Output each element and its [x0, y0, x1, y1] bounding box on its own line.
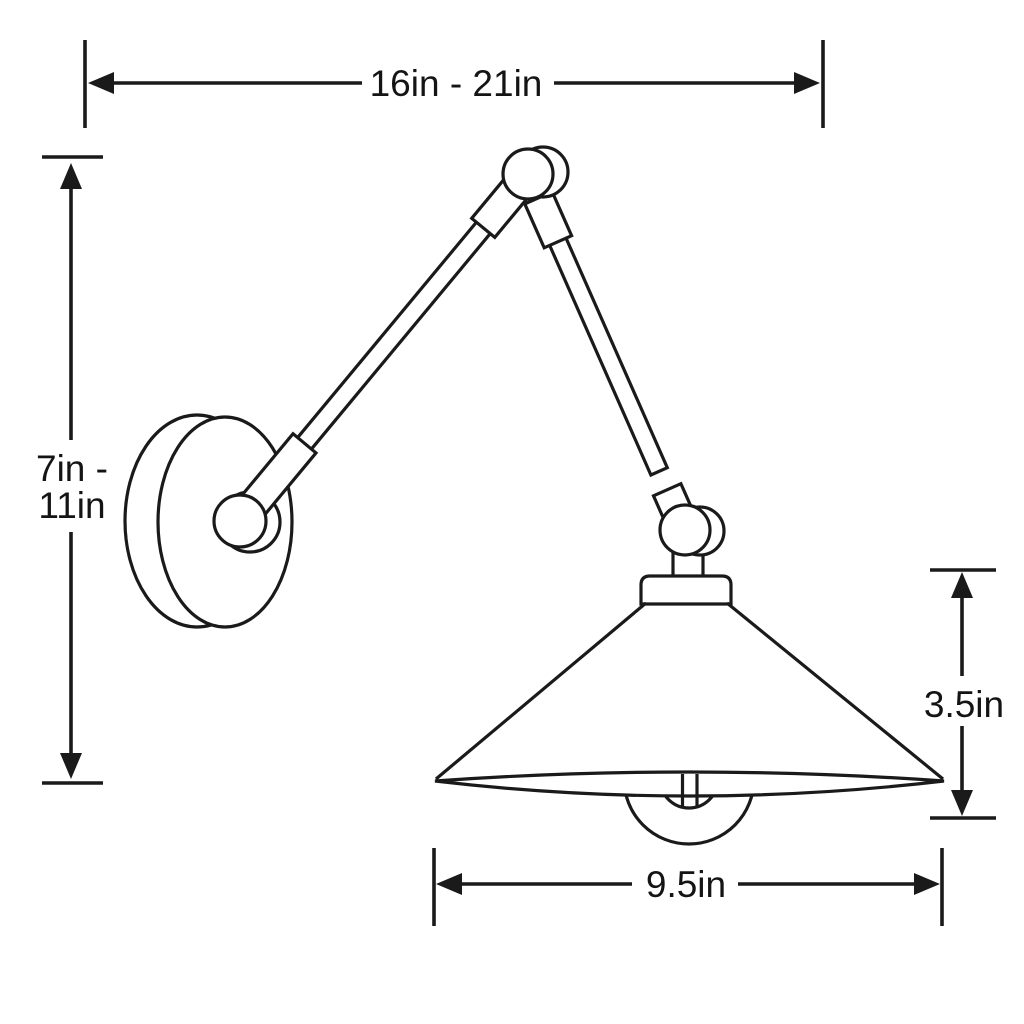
sconce-drawing — [123, 145, 945, 846]
arrow-left-icon — [88, 72, 114, 94]
upper-arm-rod — [291, 212, 499, 456]
shade-diameter-label: 9.5in — [646, 864, 726, 905]
arrow-down-icon — [60, 753, 82, 779]
shade-height-label-backing — [920, 676, 1008, 726]
arrow-right-icon — [794, 72, 820, 94]
mount-height-label-line1: 7in - — [36, 448, 108, 489]
shade-slope-right — [725, 601, 945, 781]
mount-height-label-line2: 11in — [38, 485, 105, 526]
arrow-left-icon — [436, 873, 462, 895]
extension-label-backing — [362, 60, 554, 106]
arrow-up-icon — [951, 572, 973, 598]
shade-height-label: 3.5in — [924, 684, 1004, 725]
height-label-backing — [30, 440, 116, 532]
dimension-shade-diameter: 9.5in — [432, 848, 944, 926]
arrow-up-icon — [60, 163, 82, 189]
dimension-shade-height: 3.5in — [920, 568, 1008, 820]
shade-slope-left — [434, 601, 648, 781]
wall-pivot-knob — [212, 493, 268, 549]
dimension-mount-height: 7in - 11in — [30, 155, 116, 785]
forearm-rod — [541, 223, 670, 478]
elbow-knob — [501, 147, 555, 201]
ball-joint — [658, 503, 712, 557]
shade-rim — [434, 770, 945, 798]
dimension-arm-extension: 16in - 21in — [83, 40, 825, 128]
shade-fitter-cap — [639, 574, 733, 606]
diameter-label-backing — [632, 860, 738, 906]
arrow-right-icon — [914, 873, 940, 895]
arm-extension-label: 16in - 21in — [370, 63, 543, 104]
arrow-down-icon — [951, 790, 973, 816]
